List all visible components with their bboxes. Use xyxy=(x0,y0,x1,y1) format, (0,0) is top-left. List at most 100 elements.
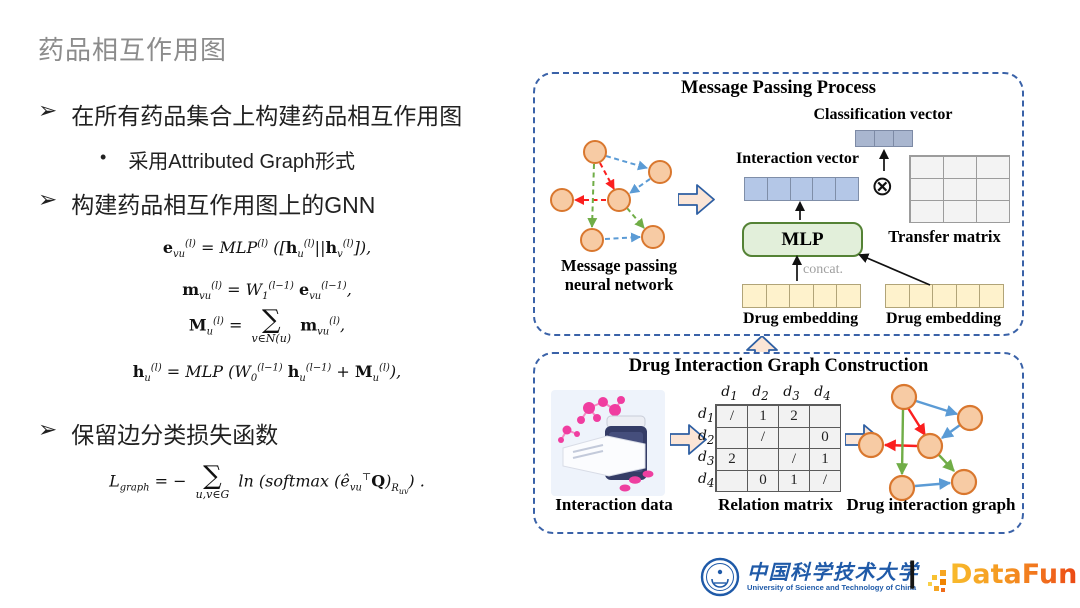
drug-embedding-right-label: Drug embedding xyxy=(885,310,1002,327)
message-passing-box-title: Message Passing Process xyxy=(681,78,876,98)
datafun-logo: DataFun. xyxy=(928,558,1080,598)
interaction-data-label: Interaction data xyxy=(555,495,673,514)
message-passing-graph-icon xyxy=(550,140,672,252)
bullet-text: 在所有药品集合上构建药品相互作用图 xyxy=(71,103,463,129)
vector-cell xyxy=(744,177,768,201)
vector-cell xyxy=(812,284,838,308)
construction-box: Drug Interaction Graph Construction xyxy=(533,352,1024,534)
classification-vector xyxy=(855,130,913,147)
matrix-cell: / xyxy=(778,448,810,471)
flow-right-arrow-icon xyxy=(670,424,707,455)
matrix-cell: / xyxy=(809,469,841,492)
message-passing-box: Message Passing Process xyxy=(533,72,1024,336)
matrix-cell: / xyxy=(747,426,779,449)
vector-cell xyxy=(765,284,791,308)
equation-edge-embedding: evu(l) = MLP(l) ([hu(l)||hv(l)]), xyxy=(162,238,372,261)
vector-cell xyxy=(885,284,910,308)
interaction-vector-label: Interaction vector xyxy=(735,150,860,167)
vector-cell xyxy=(910,178,944,201)
transfer-matrix-label: Transfer matrix xyxy=(888,227,1001,246)
flow-right-arrow-icon xyxy=(678,184,715,215)
drug-embedding-left-label: Drug embedding xyxy=(742,310,859,327)
vector-cell xyxy=(855,130,875,147)
matrix-cell xyxy=(716,469,748,492)
equation-aggregation: Mu(l) = ∑v∈N(u) mvu(l), xyxy=(188,305,346,345)
matrix-row-header: d3 xyxy=(698,449,715,468)
bullet-text: 构建药品相互作用图上的GNN xyxy=(71,192,376,218)
matrix-cell: 2 xyxy=(778,405,810,428)
vector-cell xyxy=(836,284,861,308)
construction-box-title: Drug Interaction Graph Construction xyxy=(628,356,929,376)
bullet-arrow-icon: ➢ xyxy=(38,416,58,442)
vector-cell xyxy=(979,284,1004,308)
vector-cell xyxy=(789,177,814,201)
matrix-col-header: d4 xyxy=(814,384,831,403)
classification-vector-label: Classification vector xyxy=(813,106,953,123)
concat-label: concat. xyxy=(803,262,844,277)
vector-cell xyxy=(910,156,944,179)
bullet-arrow-icon: ➢ xyxy=(38,97,58,123)
ustc-logo-icon xyxy=(700,557,740,597)
matrix-cell: 0 xyxy=(809,426,841,449)
drug-embedding-left xyxy=(742,284,861,308)
relation-matrix-colheads: d1 d2 d3 d4 xyxy=(714,384,841,404)
bullet-arrow-icon: ➢ xyxy=(38,186,58,212)
vector-cell xyxy=(976,178,1010,201)
vector-cell xyxy=(812,177,837,201)
equation-update: hu(l) = MLP (W0(l−1) hu(l−1) + Mu(l)), xyxy=(132,362,402,385)
vector-cell xyxy=(910,200,944,223)
vector-cell xyxy=(908,284,934,308)
matrix-row-header: d2 xyxy=(698,427,715,447)
vector-cell xyxy=(766,177,791,201)
matrix-cell xyxy=(716,426,748,449)
matrix-row-header: d1 xyxy=(698,406,715,425)
drug-interaction-graph-icon xyxy=(857,383,984,502)
ustc-name-en: University of Science and Technology of … xyxy=(747,583,917,592)
matrix-cell: 1 xyxy=(747,405,779,428)
vector-cell xyxy=(955,284,981,308)
vector-cell xyxy=(943,200,977,223)
bullet-text: 保留边分类损失函数 xyxy=(71,422,279,448)
matrix-col-header: d1 xyxy=(721,384,738,403)
bullet-text: 采用Attributed Graph形式 xyxy=(128,151,356,173)
matrix-cell xyxy=(809,405,841,428)
equation-graph-loss: Lgraph = − ∑u,v∈G ln (softmax (êvu⊤Q)Ruv… xyxy=(109,461,425,501)
matrix-cell: 0 xyxy=(747,469,779,492)
vector-cell xyxy=(932,284,957,308)
matrix-cell: 1 xyxy=(778,469,810,492)
vector-cell xyxy=(943,156,977,179)
matrix-cell: 1 xyxy=(809,448,841,471)
vector-cell xyxy=(835,177,859,201)
datafun-text: DataFun. xyxy=(950,558,1080,592)
datafun-mosaic-icon xyxy=(928,570,946,592)
ustc-name-cn: 中国科学技术大学 xyxy=(747,562,919,584)
bullet-item-sub: • 采用Attributed Graph形式 xyxy=(100,145,355,174)
page-title: 药品相互作用图 xyxy=(38,35,228,65)
drug-interaction-graph-label: Drug interaction graph xyxy=(846,495,1016,514)
matrix-col-header: d3 xyxy=(783,384,800,403)
pill-bottle-icon xyxy=(551,390,665,496)
bullet-item-2: ➢ 构建药品相互作用图上的GNN xyxy=(38,186,375,220)
transfer-matrix xyxy=(909,155,1010,223)
bullet-item-1: ➢ 在所有药品集合上构建药品相互作用图 xyxy=(38,97,462,131)
relation-matrix-label: Relation matrix xyxy=(718,495,833,514)
matrix-cell xyxy=(778,426,810,449)
mpnn-label: Message passing neural network xyxy=(561,256,677,294)
vector-cell xyxy=(943,178,977,201)
vector-cell xyxy=(893,130,913,147)
bullet-dot-icon: • xyxy=(100,147,107,167)
otimes-icon: ⊗ xyxy=(871,171,894,202)
vector-cell xyxy=(976,200,1010,223)
bullet-item-3: ➢ 保留边分类损失函数 xyxy=(38,416,278,450)
vector-cell xyxy=(976,156,1010,179)
vector-cell xyxy=(874,130,894,147)
logo-divider: | xyxy=(908,556,917,589)
matrix-col-header: d2 xyxy=(752,384,769,403)
matrix-cell xyxy=(747,448,779,471)
matrix-cell: 2 xyxy=(716,448,748,471)
mlp-box: MLP xyxy=(742,222,863,257)
